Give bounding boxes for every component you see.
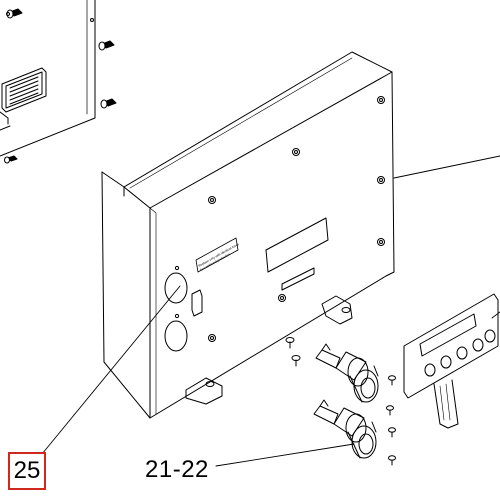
warning-label: Replace only with identical fuses for co… xyxy=(195,237,241,273)
background-panel-assembly xyxy=(0,0,117,164)
screw-icon xyxy=(377,96,385,104)
button-icon xyxy=(484,329,496,343)
standoff-icon xyxy=(100,98,117,109)
screw-icon xyxy=(285,337,295,349)
connector-hole xyxy=(164,313,188,352)
mounting-tab xyxy=(185,377,223,405)
callout-25-label: 25 xyxy=(13,457,41,484)
ribbon-cable xyxy=(433,379,459,429)
standoff-icon xyxy=(4,155,18,164)
leader-line-21-22 xyxy=(215,443,355,467)
fuse-holder-lower xyxy=(313,399,377,459)
loose-screws xyxy=(285,337,396,466)
screw-icon xyxy=(208,334,216,342)
leader-lines xyxy=(41,155,500,467)
slot-cutout xyxy=(281,267,315,291)
panel-display-window xyxy=(419,313,477,357)
callout-21-22: 21-22 xyxy=(145,456,209,484)
button-icon xyxy=(440,355,452,369)
standoff-icon xyxy=(98,40,115,51)
fuse-holder-upper xyxy=(315,343,379,403)
screw-icon xyxy=(377,176,385,184)
display-cutout xyxy=(265,217,329,273)
svg-text:Replace only with identical fu: Replace only with identical fuses xyxy=(198,242,241,268)
connector-hole xyxy=(164,265,188,304)
screw-icon xyxy=(208,196,216,204)
screw-icon xyxy=(388,375,396,386)
fuse-holder-icon xyxy=(191,289,203,317)
enclosure: Replace only with identical fuses for co… xyxy=(101,51,395,419)
display-module xyxy=(0,67,47,131)
button-icon xyxy=(456,346,468,360)
screw-icon xyxy=(291,355,301,367)
button-icon xyxy=(472,338,484,352)
screw-icon xyxy=(388,455,396,466)
callout-25: 25 xyxy=(8,452,46,490)
leader-line-panel xyxy=(491,311,500,319)
mounting-tab xyxy=(321,295,353,325)
screw-icon xyxy=(386,405,394,416)
callout-21-22-label: 21-22 xyxy=(145,456,209,483)
leader-line-25 xyxy=(41,285,181,455)
screw-icon xyxy=(377,238,385,246)
screw-icon xyxy=(292,148,300,156)
screw-icon xyxy=(278,294,286,302)
screw-icon xyxy=(388,427,396,438)
keypad-panel xyxy=(403,293,499,429)
leader-line-enclosure xyxy=(393,155,500,179)
button-icon xyxy=(424,363,436,377)
